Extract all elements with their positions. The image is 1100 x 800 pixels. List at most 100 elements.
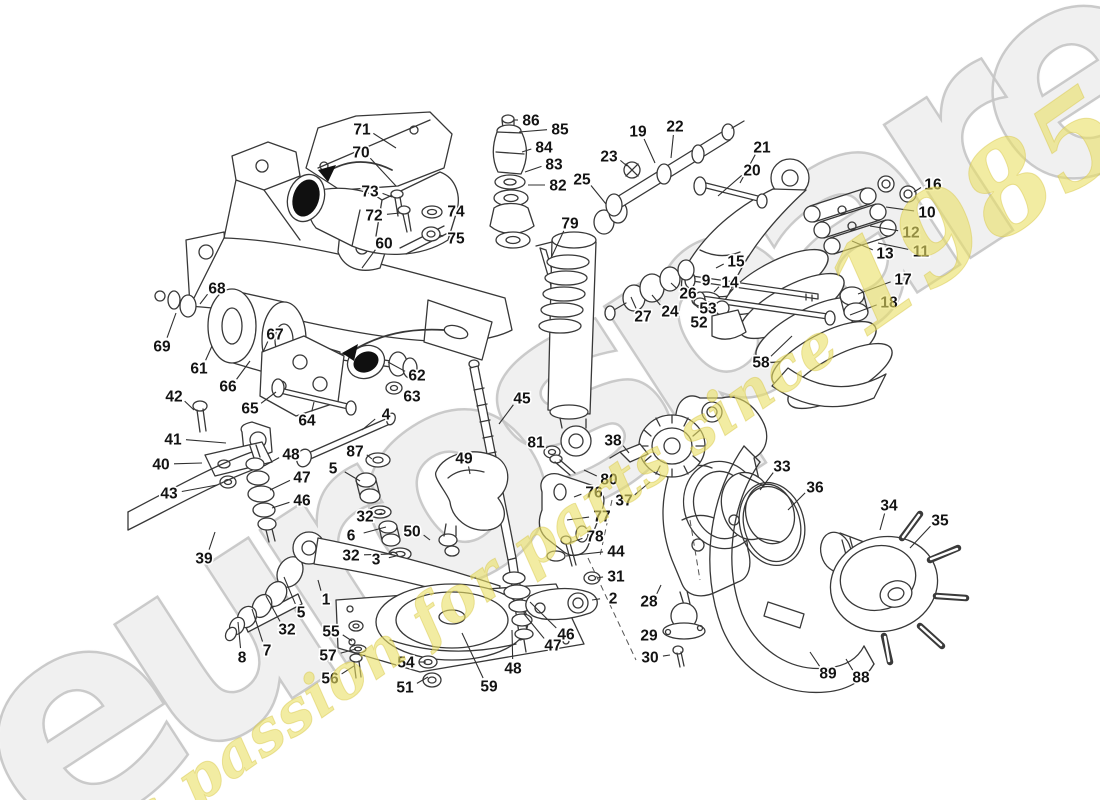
part-number-label: 21 [753, 140, 771, 157]
leader-line [499, 405, 513, 424]
part-number-label: 39 [195, 551, 213, 568]
leader-line [910, 526, 930, 548]
ball-pin [694, 298, 746, 339]
part-number-label: 80 [600, 472, 617, 489]
part-number-label: 11 [913, 244, 930, 261]
leader-line [657, 585, 661, 594]
steering-arm [526, 572, 600, 620]
brake-shield [710, 446, 874, 692]
part-number-label: 6 [347, 528, 356, 545]
leader-line [383, 193, 392, 197]
leader-line [631, 297, 636, 308]
part-number-label: 36 [806, 480, 824, 497]
leader-line [886, 207, 914, 211]
part-number-label: 81 [527, 435, 545, 452]
part-number-label: 12 [902, 225, 919, 242]
leader-line [644, 139, 655, 163]
leader-line [342, 666, 354, 674]
leader-line [186, 440, 226, 443]
part-number-label: 87 [346, 444, 363, 461]
part-number-label: 72 [365, 208, 382, 225]
part-number-label: 57 [319, 648, 336, 665]
part-number-label: 78 [586, 529, 604, 546]
part-number-label: 55 [322, 624, 340, 641]
part-number-label: 23 [600, 149, 618, 166]
part-number-label: 27 [634, 309, 651, 326]
part-number-label: 85 [551, 122, 569, 139]
leader-line [364, 554, 392, 555]
part-number-label: 69 [153, 339, 171, 356]
part-number-label: 53 [699, 301, 717, 318]
part-number-label: 79 [561, 216, 579, 233]
leader-line [771, 336, 792, 356]
part-number-label: 38 [604, 433, 622, 450]
leader-line [852, 241, 873, 250]
part-number-label: 44 [607, 544, 625, 561]
leader-line [810, 652, 820, 666]
part-number-label: 66 [219, 379, 237, 396]
leader-line [200, 294, 208, 304]
leader-line [524, 614, 544, 638]
part-number-label: 24 [661, 304, 679, 321]
leader-line [846, 659, 853, 670]
part-number-label: 7 [263, 643, 272, 660]
leader-line [417, 677, 428, 683]
leader-line [209, 532, 215, 550]
part-number-label: 75 [447, 231, 465, 248]
part-number-label: 48 [504, 661, 522, 678]
leader-line [167, 313, 176, 338]
part-number-label: 49 [455, 451, 473, 468]
bump-stop-stack [490, 115, 534, 248]
leader-line [373, 133, 396, 148]
shackle-plates [804, 176, 916, 254]
part-number-label: 86 [522, 113, 540, 130]
part-number-label: 63 [403, 389, 421, 406]
steering-shaft [594, 121, 744, 234]
leader-line [914, 187, 921, 192]
leader-line [525, 166, 541, 172]
abs-ring [639, 415, 705, 477]
part-number-label: 84 [535, 140, 553, 157]
leader-line [530, 602, 556, 628]
leader-line [591, 185, 606, 204]
leader-line [387, 213, 400, 214]
part-number-label: 19 [629, 124, 647, 141]
leader-line [370, 158, 396, 186]
leader-line [424, 535, 430, 540]
part-number-label: 10 [918, 205, 935, 222]
leader-line [185, 401, 194, 410]
kingpin-stack [503, 551, 565, 652]
part-number-label: 2 [609, 591, 618, 608]
part-number-label: 22 [666, 119, 683, 136]
tie-rod-4 [294, 412, 396, 469]
leader-line [566, 552, 603, 556]
part-number-label: 32 [356, 509, 373, 526]
part-number-label: 89 [819, 666, 837, 683]
part-number-label: 47 [544, 638, 561, 655]
part-number-label: 71 [353, 122, 371, 139]
part-number-label: 3 [372, 552, 381, 569]
leader-line [252, 609, 263, 642]
part-number-label: 45 [513, 391, 531, 408]
part-number-label: 29 [640, 628, 658, 645]
leader-line [272, 502, 289, 508]
part-number-label: 68 [208, 281, 226, 298]
part-number-label: 32 [278, 622, 295, 639]
leader-line [206, 346, 212, 360]
part-number-label: 30 [641, 650, 658, 667]
leader-line [388, 362, 405, 371]
part-number-label: 5 [297, 605, 306, 622]
leader-line [552, 231, 564, 256]
part-number-label: 88 [852, 670, 870, 687]
part-number-label: 35 [931, 513, 949, 530]
part-number-label: 14 [721, 275, 739, 292]
leader-line [174, 463, 202, 464]
leader-line [760, 473, 773, 490]
leader-line [620, 160, 627, 166]
leader-line [652, 295, 660, 305]
track-bolts [685, 272, 835, 325]
ball-joints [663, 591, 705, 667]
leader-line [341, 649, 356, 653]
part-number-label: 77 [593, 509, 610, 526]
